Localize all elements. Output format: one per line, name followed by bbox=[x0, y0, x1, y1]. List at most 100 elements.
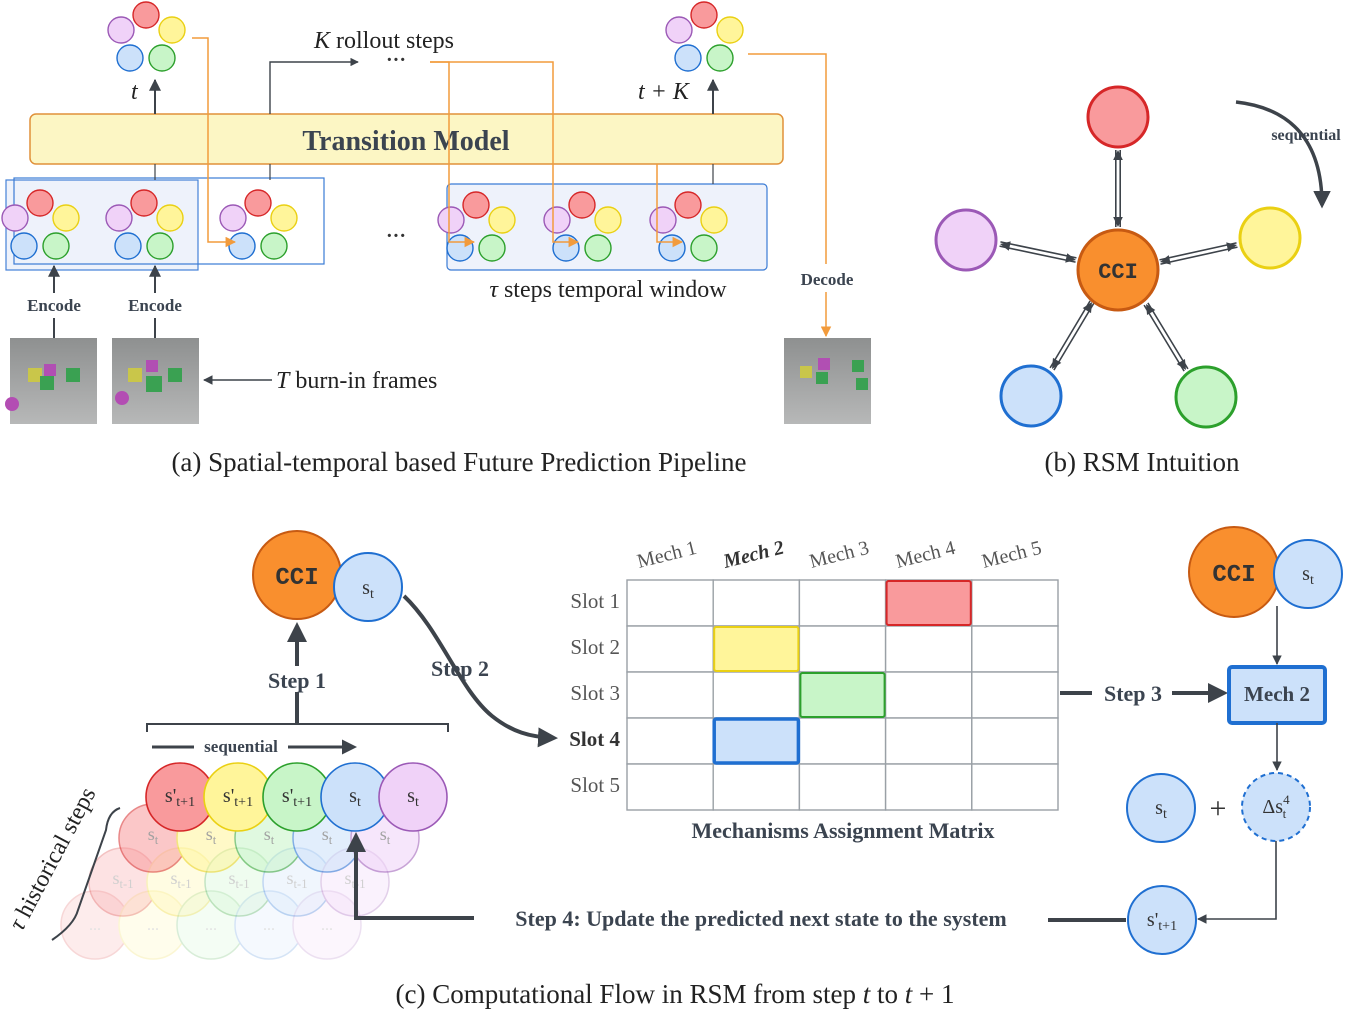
sequential-curve-arrow bbox=[1235, 100, 1331, 209]
green-slot bbox=[478, 234, 506, 262]
red-slot bbox=[462, 191, 490, 219]
history-ellipsis: ... bbox=[263, 917, 275, 934]
state-label: st bbox=[349, 785, 361, 810]
red-slot bbox=[26, 189, 54, 217]
red-slot bbox=[244, 189, 272, 217]
decode-label-bg bbox=[788, 264, 864, 292]
green-slot bbox=[706, 44, 734, 72]
slot-label: Slot 4 bbox=[569, 727, 620, 751]
matrix-cell bbox=[971, 671, 1059, 719]
state-label: st-1 bbox=[228, 868, 249, 891]
state-label: st bbox=[322, 824, 333, 847]
state-label: st bbox=[264, 824, 275, 847]
time-label-t: t bbox=[131, 79, 139, 105]
cci-red-link bbox=[1113, 150, 1123, 227]
purple-slot bbox=[107, 16, 135, 44]
blue-slot bbox=[228, 232, 256, 260]
feedback-arrow-3 bbox=[430, 61, 580, 248]
matrix-cell bbox=[626, 671, 714, 719]
slot-group-burnin-1 bbox=[1, 189, 80, 260]
matrix-cell bbox=[971, 717, 1059, 765]
matrix-cell bbox=[884, 625, 973, 673]
assigned-cell-green bbox=[799, 672, 886, 718]
time-label-tk: t + K bbox=[638, 79, 691, 105]
matrix-cell bbox=[971, 579, 1059, 627]
right-st-node bbox=[1273, 539, 1343, 609]
cci-green-link bbox=[1143, 302, 1189, 372]
mech-header: Mech 4 bbox=[893, 537, 957, 573]
rollout-arrow bbox=[269, 57, 359, 114]
window-ellipsis: ··· bbox=[386, 225, 406, 247]
burnin-frame-1 bbox=[5, 338, 97, 424]
rollout-ellipsis: ··· bbox=[386, 49, 406, 71]
matrix-cell bbox=[884, 763, 973, 811]
step4-arrow-tail bbox=[346, 832, 474, 920]
rsm-cci-label: CCI bbox=[1098, 260, 1138, 285]
step4-label: Step 4: Update the predicted next state … bbox=[515, 906, 1006, 931]
step2-label: Step 2 bbox=[431, 656, 489, 681]
panel-b: CCI sequential (b) RSM Intuition bbox=[934, 85, 1341, 477]
yellow-slot bbox=[716, 16, 744, 44]
blue-history-state bbox=[234, 890, 304, 960]
purple-current-state bbox=[378, 762, 448, 832]
green-slot bbox=[690, 234, 718, 262]
feedback-arrow-5 bbox=[656, 164, 684, 248]
red-slot bbox=[690, 1, 718, 29]
right-st-label: st bbox=[1302, 563, 1314, 588]
purple-slot bbox=[219, 204, 247, 232]
state-label: st-1 bbox=[286, 868, 307, 891]
matrix-cell bbox=[712, 579, 801, 627]
matrix-cell bbox=[971, 763, 1059, 811]
rsm-sequential-label: sequential bbox=[1271, 127, 1341, 144]
matrix-cell bbox=[626, 579, 714, 627]
rollout-label: K rollout steps bbox=[313, 28, 454, 54]
state-label: s't+1 bbox=[223, 785, 253, 810]
step2-arrow bbox=[402, 594, 558, 748]
matrix-caption: Mechanisms Assignment Matrix bbox=[691, 818, 994, 843]
transition-model-box bbox=[29, 113, 784, 165]
matrix-cell bbox=[798, 579, 887, 627]
state-label: s't+1 bbox=[165, 785, 195, 810]
mech2-box-label: Mech 2 bbox=[1244, 682, 1310, 706]
sum-st-node bbox=[1126, 773, 1196, 843]
decode-label: Decode bbox=[801, 270, 854, 289]
blue-slot bbox=[658, 234, 686, 262]
right-cci-label: CCI bbox=[1212, 562, 1255, 589]
history-ellipsis: ... bbox=[147, 917, 159, 934]
blue-slot bbox=[114, 232, 142, 260]
matrix-cell bbox=[798, 763, 887, 811]
cci-yellow-link bbox=[1159, 242, 1238, 265]
caption-c: (c) Computational Flow in RSM from step … bbox=[395, 979, 954, 1009]
step1-label: Step 1 bbox=[268, 668, 326, 693]
delta-to-next-arrow bbox=[1197, 841, 1277, 924]
yellow-slot bbox=[270, 204, 298, 232]
yellow-slot bbox=[594, 206, 622, 234]
purple-slot bbox=[665, 16, 693, 44]
matrix-cell bbox=[712, 671, 801, 719]
step1-bg bbox=[258, 666, 336, 692]
matrix-cell bbox=[626, 625, 714, 673]
flow-st-node bbox=[333, 552, 403, 622]
red-slot bbox=[130, 189, 158, 217]
output-slots-t bbox=[107, 1, 186, 72]
flow-sequential-label: sequential bbox=[204, 737, 278, 756]
state-label: st-1 bbox=[112, 868, 133, 891]
state-label: st bbox=[148, 824, 159, 847]
next-state-node bbox=[1127, 885, 1197, 955]
cci-blue-link bbox=[1049, 300, 1095, 371]
purple-history-state bbox=[292, 890, 362, 960]
mech-header: Mech 2 bbox=[720, 537, 786, 574]
rsm-purple-node bbox=[934, 208, 998, 272]
assigned-cell-red bbox=[885, 580, 972, 626]
history-ellipsis: ... bbox=[89, 917, 101, 934]
green-slot bbox=[42, 232, 70, 260]
cci-purple-link bbox=[999, 241, 1077, 263]
slot-group-window-1 bbox=[437, 191, 516, 262]
rsm-blue-node bbox=[999, 364, 1063, 428]
red-slot bbox=[132, 1, 160, 29]
history-ellipsis: ... bbox=[205, 917, 217, 934]
assigned-cell-blue bbox=[712, 717, 801, 765]
